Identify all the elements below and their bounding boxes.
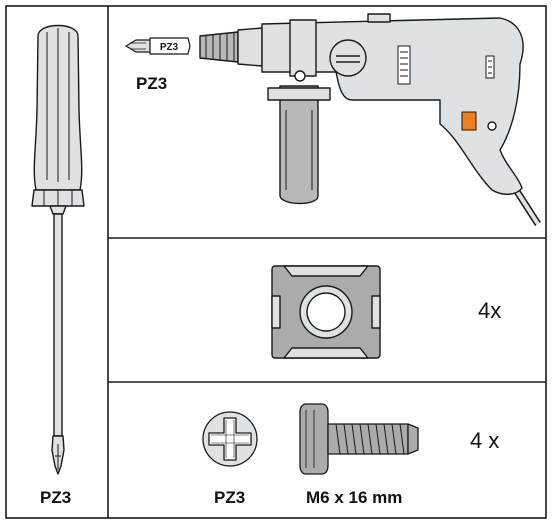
screw-head-icon [202,411,258,467]
drill-bit-marking: PZ3 [160,42,179,53]
screw-side-icon [299,403,419,475]
cage-nut-quantity: 4x [478,298,502,323]
screw-head-label: PZ3 [214,488,246,507]
cage-nut-icon [271,265,381,359]
screw-size-label: M6 x 16 mm [306,488,403,507]
drill-bit-icon [125,37,191,55]
panel-grid [5,5,547,519]
screw-quantity: 4 x [470,428,500,453]
drill-icon [199,13,541,226]
screwdriver-label: PZ3 [40,488,72,507]
screwdriver-icon [31,24,85,475]
drill-bit-label: PZ3 [136,74,168,93]
